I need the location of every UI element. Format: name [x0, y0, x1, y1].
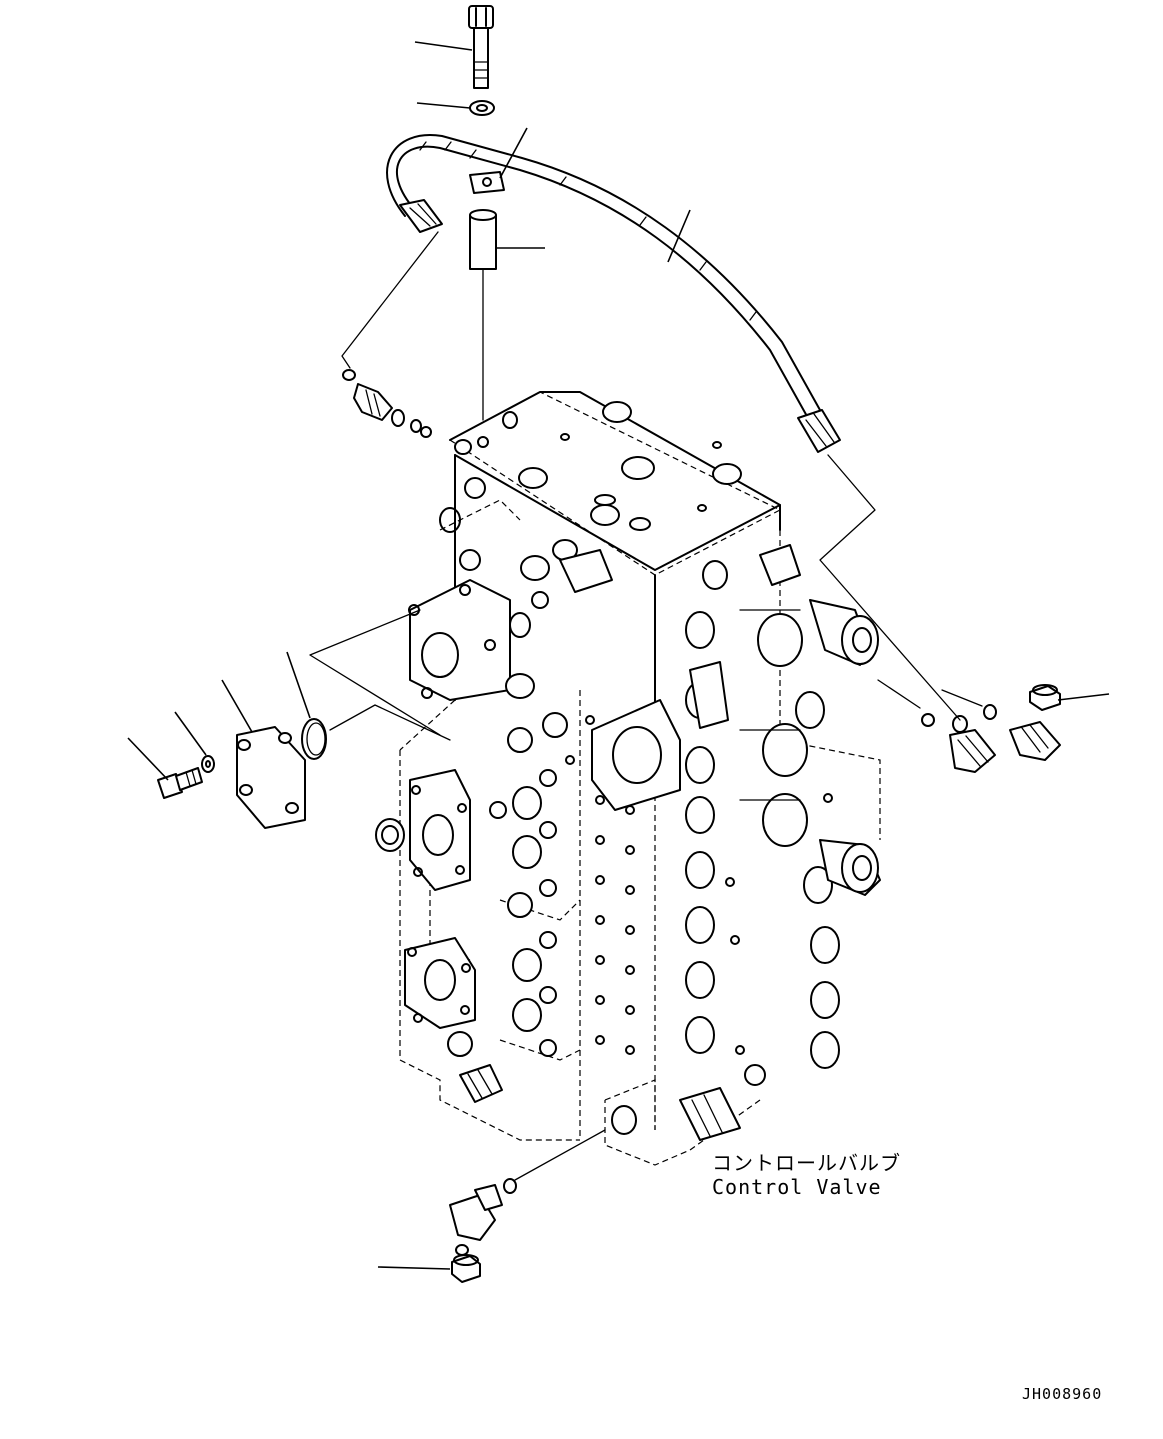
leader-bottom-port: [514, 1129, 606, 1181]
leader-left-washer: [174, 711, 207, 756]
right-cap-nut: [1029, 684, 1061, 711]
clamp: [469, 171, 505, 194]
leader-top-bolt: [414, 41, 473, 51]
leader-clamp: [499, 127, 528, 179]
bottom-elbow-fitting: [449, 1178, 517, 1256]
leader-bottom-cap: [377, 1266, 451, 1270]
top-bolt: [468, 5, 494, 89]
leader-cover-plate: [221, 679, 253, 733]
right-spools-column: [685, 560, 840, 1086]
leader-right-cap: [1057, 693, 1110, 701]
left-top-fittings: [342, 369, 489, 448]
leader-top-washer: [416, 102, 471, 109]
hose: [386, 134, 841, 453]
leader-plate-to-valve: [309, 609, 451, 741]
label-jp: コントロールバルブ: [712, 1151, 901, 1175]
right-elbow-fittings: [921, 704, 1061, 773]
leader-right-small-2: [941, 689, 983, 707]
leader-hose: [667, 209, 691, 263]
mid-left-flange: [375, 769, 471, 891]
label-en: Control Valve: [712, 1175, 882, 1199]
left-o-ring: [301, 718, 327, 760]
lower-left-flange: [404, 937, 503, 1103]
lower-front-port: [611, 1105, 637, 1135]
leader-hose-right-port: [819, 454, 961, 721]
center-port-plate: [591, 699, 681, 811]
leader-hose-left-port: [341, 231, 439, 369]
spacer-tube: [469, 209, 497, 270]
control-valve-body: [375, 391, 881, 1166]
bottom-cap-nut: [451, 1254, 481, 1283]
leader-o-ring: [286, 651, 311, 719]
left-cover-plate: [236, 726, 306, 829]
right-large-fittings: [679, 544, 881, 1141]
left-washer: [201, 755, 215, 773]
left-bolt: [157, 767, 203, 799]
top-washer: [469, 100, 495, 116]
drawing-id: JH008960: [1022, 1385, 1102, 1403]
middle-spools: [489, 712, 568, 1057]
leader-right-small: [877, 679, 921, 709]
leader-left-bolt: [127, 737, 169, 781]
upper-left-flange: [408, 507, 613, 701]
